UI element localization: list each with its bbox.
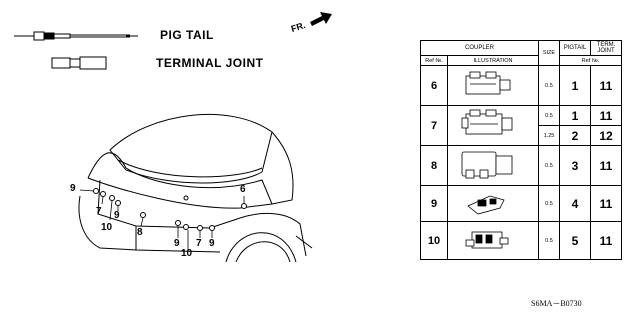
pigtail-cell: 2 [559,125,591,146]
term-joint-cell: 11 [590,105,622,126]
pigtail-cell: 1 [559,65,591,106]
ref-cell: 10 [420,221,448,260]
callout-number: 9 [174,238,180,249]
callout-number: 9 [70,183,76,194]
pigtail-cell: 3 [559,145,591,186]
ref-cell: 8 [420,145,448,186]
terminal-joint-label: TERMINAL JOINT [156,56,264,70]
size-cell: 0.5 [538,65,560,106]
pigtail-cell: 4 [559,185,591,222]
size-cell: 0.5 [538,185,560,222]
pigtail-label: PIG TAIL [160,28,214,42]
ref-cell: 7 [420,105,448,146]
term-joint-header: TERM. JOINT [590,40,622,56]
term-joint-cell: 11 [590,65,622,106]
size-cell: 0.5 [538,105,560,126]
term-joint-cell: 11 [590,185,622,222]
illustration-cell [447,145,539,186]
ref-no-header: Ref №. [420,55,448,66]
diagram-code: S6MA－B0730 [531,299,582,308]
illustration-cell [447,185,539,222]
table-row: 8 0.5 3 11 [420,145,622,186]
callout-number: 7 [196,238,202,249]
term-joint-cell: 12 [590,125,622,146]
coupler-header: COUPLER [420,40,539,56]
callout-number: 10 [101,222,113,233]
vehicle-rear-outline [78,114,313,263]
size-cell: 1.25 [538,125,560,146]
illustration-cell [447,105,539,146]
connector-markers [93,188,247,231]
size-cell: 0.5 [538,221,560,260]
pigtail-header: PIGTAIL [559,40,591,56]
terminal-joint-icon [51,56,107,70]
ref-no-sub-header: Ref №. [559,55,622,66]
front-direction-arrow-icon [310,12,332,26]
pigtail-cell: 5 [559,221,591,260]
illustration-header: ILLUSTRATION [447,55,539,66]
callout-number: 10 [181,248,193,259]
callout-number: 9 [114,210,120,221]
ref-cell: 9 [420,185,448,222]
size-header: SIZE [538,40,560,66]
illustration-cell [447,65,539,106]
callout-number: 9 [209,238,215,249]
callout-number: 6 [240,184,246,195]
table-row: 9 0.5 4 11 [420,185,622,222]
pigtail-cell: 1 [559,105,591,126]
size-cell: 0.5 [538,145,560,186]
callout-leaders [79,189,245,250]
term-joint-cell: 11 [590,221,622,260]
callout-number: 8 [137,227,143,238]
coupler-table: COUPLER SIZE PIGTAIL TERM. JOINT Ref №. … [420,40,622,260]
term-joint-cell: 11 [590,145,622,186]
callout-number: 7 [96,206,102,217]
illustration-cell [447,221,539,260]
table-row: 7 0.5 1 11 [420,105,622,146]
pigtail-icon [14,31,138,41]
ref-cell: 6 [420,65,448,106]
table-row: 6 0.5 1 11 [420,65,622,106]
table-row: 10 0.5 5 11 [420,221,622,260]
